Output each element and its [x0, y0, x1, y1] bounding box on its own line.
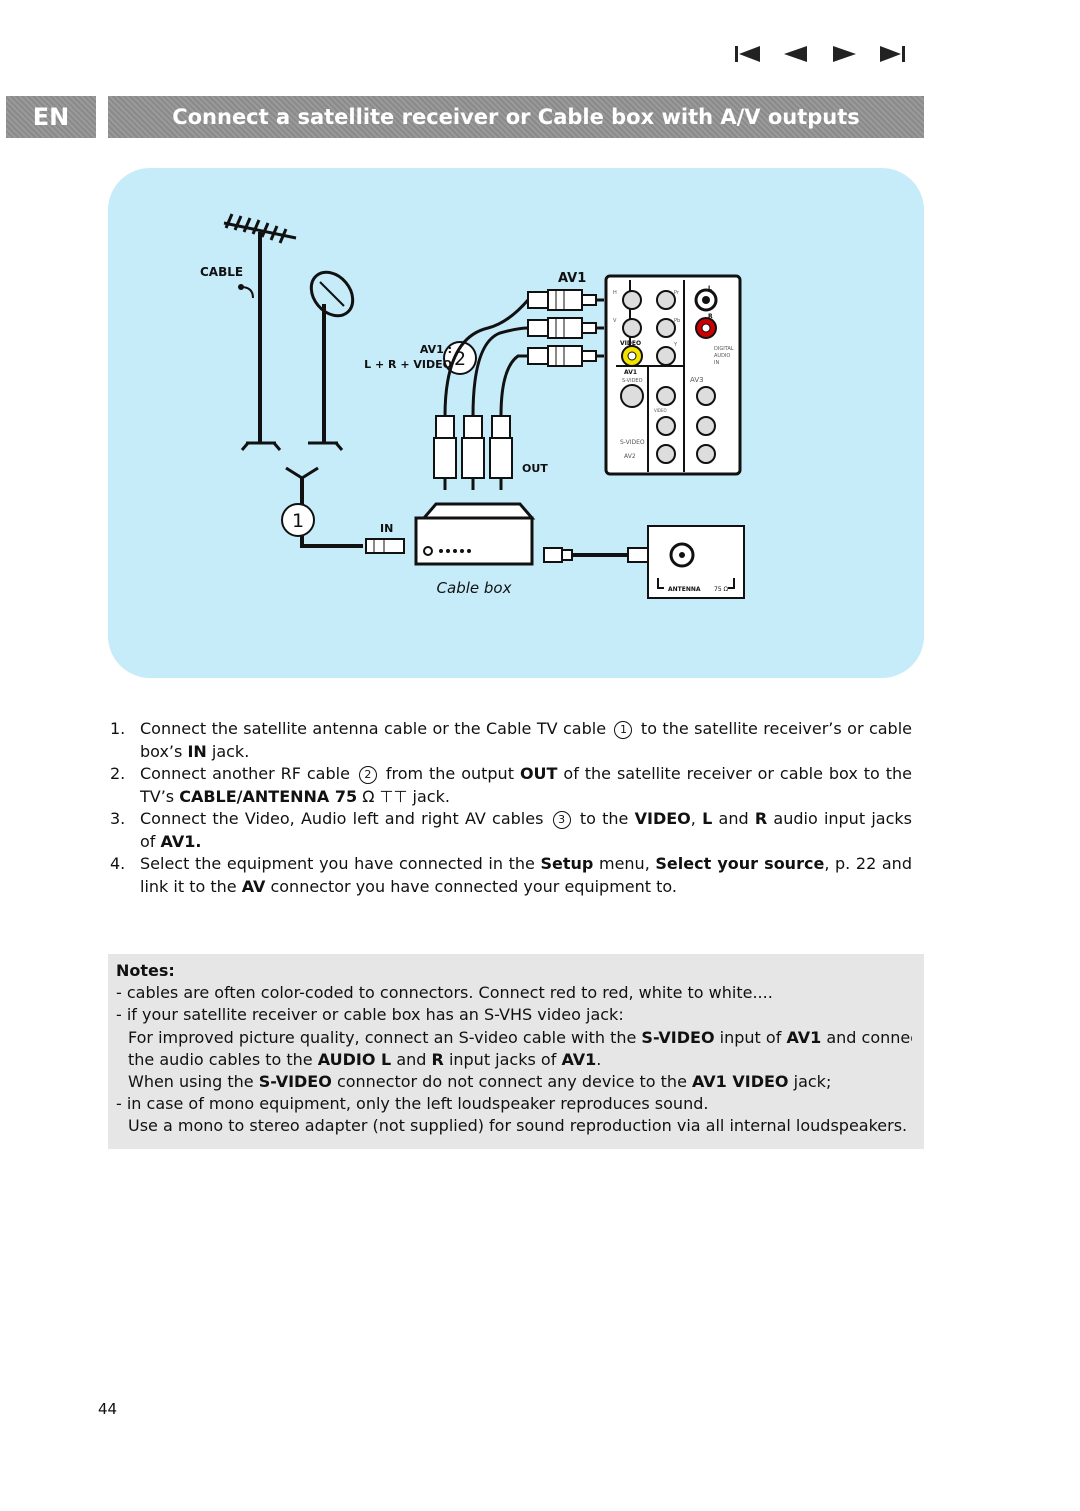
svg-text:H: H — [613, 290, 617, 296]
last-page-icon[interactable] — [879, 44, 905, 64]
svg-text:AV3: AV3 — [690, 376, 704, 384]
svg-text:L: L — [708, 285, 712, 292]
notes-box: Notes: - cables are often color-coded to… — [108, 954, 924, 1149]
av-cables — [443, 299, 530, 418]
lrvideo-label: L + R + VIDEO — [364, 358, 452, 371]
previous-page-icon[interactable] — [783, 44, 809, 64]
svg-text:DIGITAL: DIGITAL — [714, 346, 734, 352]
rca-plugs-tv — [527, 289, 604, 367]
first-page-icon[interactable] — [735, 44, 761, 64]
rca-plugs-box — [433, 415, 513, 490]
out-label: OUT — [522, 462, 548, 475]
step-3: 3. Connect the Video, Audio left and rig… — [110, 809, 912, 851]
svg-text:AUDIO: AUDIO — [714, 353, 730, 359]
connection-diagram: CABLE 1 IN Cable box — [108, 168, 924, 678]
svg-text:AV1 :: AV1 : — [420, 343, 452, 356]
svg-text:VIDEO: VIDEO — [620, 340, 641, 347]
notes-title: Notes: — [116, 961, 175, 980]
marker-1: 1 — [292, 510, 304, 532]
svg-text:Y: Y — [673, 342, 678, 348]
note-line: - in case of mono equipment, only the le… — [116, 1094, 709, 1114]
callout-1-icon: 1 — [614, 720, 633, 739]
svg-text:V: V — [613, 318, 617, 324]
tv-antenna-panel — [647, 525, 745, 599]
next-page-icon[interactable] — [831, 44, 857, 64]
tv-jack-panel: H V VIDEO Pr Pb Y L R DIGITAL AUDIO IN A… — [604, 274, 742, 476]
antenna-label: ANTENNA — [668, 586, 701, 593]
svg-text:75 Ω: 75 Ω — [714, 586, 729, 593]
note-line: When using the S-VIDEO connector do not … — [128, 1072, 832, 1092]
svg-text:AV1: AV1 — [624, 369, 637, 376]
instruction-steps: 1. Connect the satellite antenna cable o… — [110, 718, 912, 898]
note-line: Use a mono to stereo adapter (not suppli… — [128, 1116, 908, 1136]
svg-text:Pb: Pb — [674, 318, 680, 324]
cable-box-icon — [414, 502, 536, 566]
satellite-dish-icon — [308, 270, 355, 451]
svg-text:AV2: AV2 — [624, 453, 636, 460]
av1-label: AV1 — [558, 271, 586, 286]
svg-text:IN: IN — [714, 360, 719, 366]
note-line: - cables are often color-coded to connec… — [116, 983, 773, 1003]
language-tab: EN — [6, 96, 96, 138]
svg-text:VIDEO: VIDEO — [654, 408, 667, 413]
svg-text:S-VIDEO: S-VIDEO — [620, 439, 645, 446]
svg-text:Pr: Pr — [674, 290, 680, 296]
marker-2: 2 — [454, 348, 466, 370]
in-label: IN — [380, 522, 393, 535]
note-line: the audio cables to the AUDIO L and R in… — [128, 1049, 602, 1069]
page-title: Connect a satellite receiver or Cable bo… — [108, 96, 924, 138]
callout-2-icon: 2 — [358, 765, 377, 784]
cable-label: CABLE — [200, 265, 243, 279]
callout-3-icon: 3 — [552, 810, 571, 829]
step-2: 2. Connect another RF cable 2 from the o… — [110, 764, 913, 806]
cable-box-label: Cable box — [437, 579, 512, 597]
note-line: - if your satellite receiver or cable bo… — [116, 1005, 624, 1025]
step-4: 4. Select the equipment you have connect… — [110, 854, 912, 896]
page-number: 44 — [98, 1400, 118, 1418]
note-line: For improved picture quality, connect an… — [128, 1027, 912, 1047]
page-navigation — [735, 44, 905, 64]
cable-antenna-icon — [223, 213, 297, 451]
svg-text:S-VIDEO: S-VIDEO — [622, 378, 643, 384]
svg-text:R: R — [708, 313, 713, 320]
step-1: 1. Connect the satellite antenna cable o… — [110, 719, 913, 761]
